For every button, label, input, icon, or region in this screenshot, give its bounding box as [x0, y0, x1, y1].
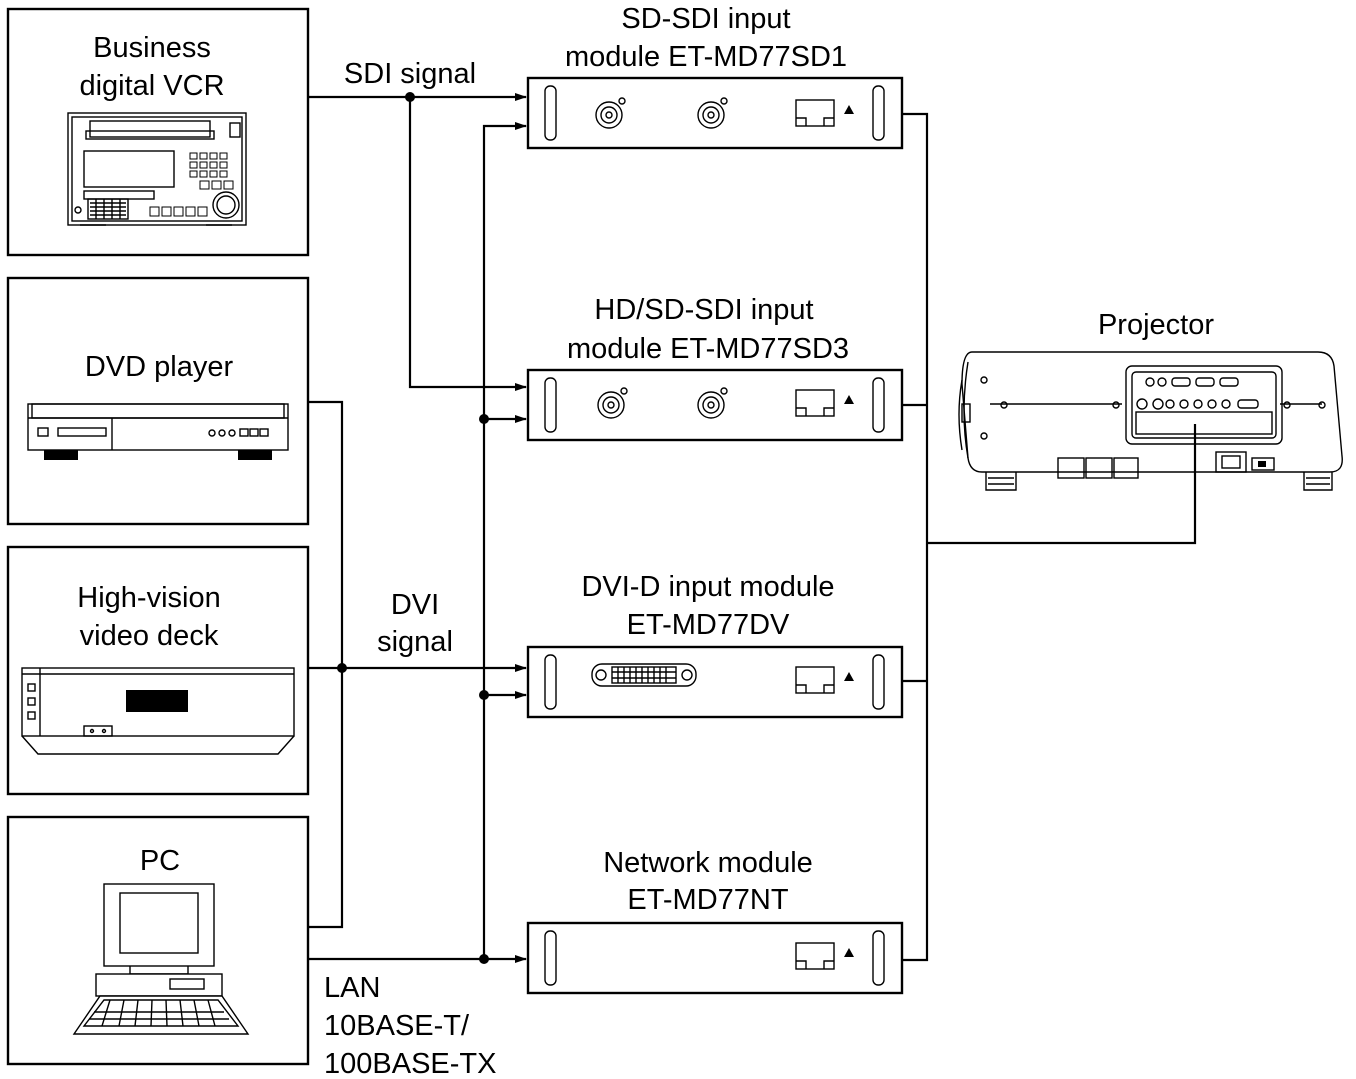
module-sd3-title-1: HD/SD-SDI input	[594, 294, 813, 326]
dvi-connector-icon	[591, 663, 697, 687]
lan-label-1: LAN	[324, 972, 380, 1004]
module-sd1-title-1: SD-SDI input	[621, 3, 790, 35]
dvi-signal-label-1: DVI	[391, 589, 439, 621]
projector-icon	[958, 351, 1343, 491]
module-dv-title-2: ET-MD77DV	[627, 609, 790, 641]
vcr-label-1: Business	[93, 32, 211, 64]
projector-device: Projector	[958, 309, 1343, 491]
bnc-connector-icon	[597, 387, 628, 419]
vcr-icon	[67, 112, 247, 226]
lan-label-2: 10BASE-T/	[324, 1010, 470, 1042]
connection-lines	[308, 92, 1197, 964]
pc-device: PC	[6, 815, 310, 1066]
lan-port-icon	[795, 942, 854, 970]
hv-label-2: video deck	[80, 620, 219, 652]
module-nt-title-1: Network module	[603, 847, 813, 879]
bnc-connector-icon	[697, 97, 728, 129]
lan-port-icon	[795, 99, 854, 127]
pc-icon	[72, 883, 250, 1035]
dvd-label: DVD player	[85, 351, 234, 383]
high-vision-deck-device: High-vision video deck	[6, 545, 310, 796]
video-deck-icon	[21, 667, 295, 755]
projector-label: Projector	[1098, 309, 1214, 341]
vcr-label-2: digital VCR	[79, 70, 224, 102]
bnc-connector-icon	[697, 387, 728, 419]
module-sd3: HD/SD-SDI input module ET-MD77SD3	[526, 294, 904, 442]
bnc-connector-icon	[595, 97, 626, 129]
module-sd3-title-2: module ET-MD77SD3	[567, 333, 849, 365]
module-sd1: SD-SDI input module ET-MD77SD1	[526, 3, 904, 150]
vcr-device: Business digital VCR	[6, 7, 310, 257]
dvi-signal-label-2: signal	[377, 626, 453, 658]
lan-port-icon	[795, 389, 854, 417]
module-dv-title-1: DVI-D input module	[581, 571, 834, 603]
module-nt-title-2: ET-MD77NT	[627, 884, 788, 916]
lan-label-3: 100BASE-TX	[324, 1048, 496, 1079]
hv-label-1: High-vision	[77, 582, 220, 614]
dvd-device: DVD player	[6, 276, 310, 526]
lan-port-icon	[795, 666, 854, 694]
pc-label: PC	[140, 845, 180, 877]
module-sd1-title-2: module ET-MD77SD1	[565, 41, 847, 73]
sdi-signal-label: SDI signal	[344, 58, 476, 90]
module-dv: DVI-D input module ET-MD77DV	[526, 571, 904, 719]
module-nt: Network module ET-MD77NT	[526, 847, 904, 995]
dvd-player-icon	[27, 403, 289, 460]
